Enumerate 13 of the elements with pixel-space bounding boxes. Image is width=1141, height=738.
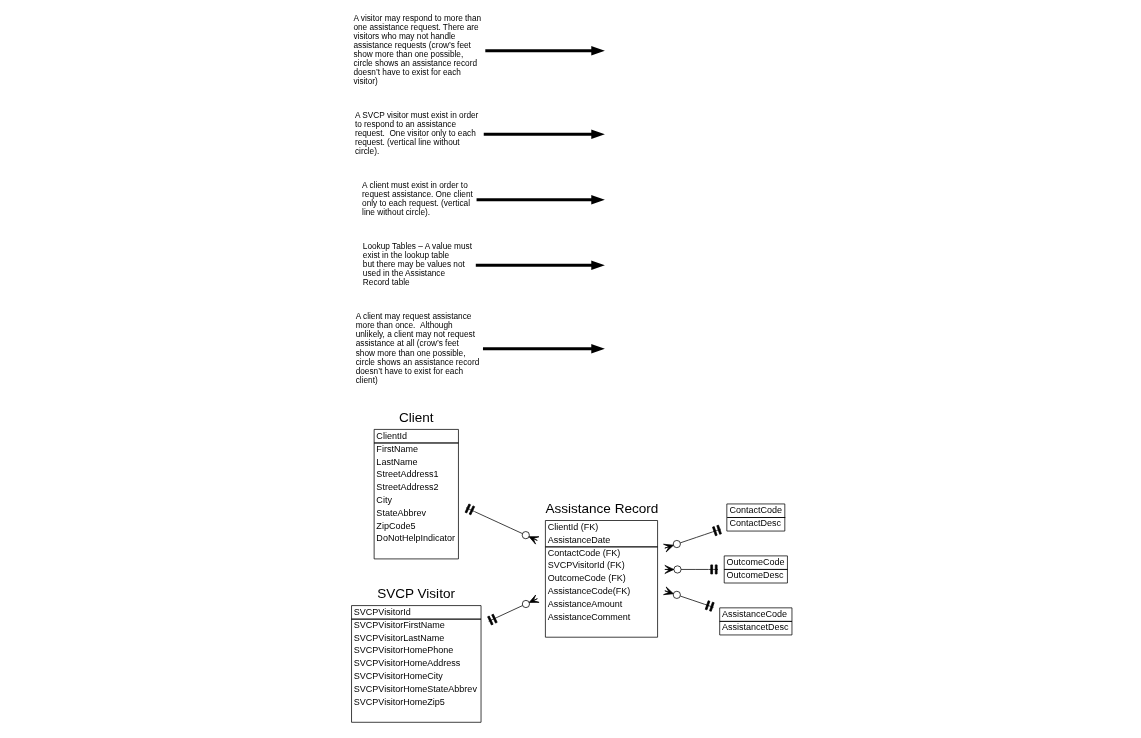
connector [662,524,722,553]
node-label: SVCP Visitor [376,586,455,602]
connector [486,594,539,626]
node-text: A SVCP visitor must exist in order to respond to an assistance request. One visitor only to each request. (vertical line without circle). [354,111,478,157]
node-text: Lookup Tables – A value must exist in the lookup table but there may be values not used in the Assistance Record table [362,242,472,288]
node-text: A client may request assistance more than once. Although unlikely, a client may not request assistance at all (crow’s feet show more than one possible, circle shows an assistance record doesn’t have to exist for each client) [355,312,479,385]
connector [662,586,715,612]
node-label: Assistance Record [544,501,658,517]
connector [464,503,539,545]
node-text: A client must exist in order to request assistance. One client only to each request. (vertical line without circle). [361,181,473,218]
node-text: A visitor may respond to more than one assistance request. There are visitors who may not handle assistance requests (crow’s feet show more than one possible, circle shows an assistance record doesn’t have to exist for each visitor) [352,14,481,87]
connector [663,564,718,575]
node-label: Client [398,410,434,426]
